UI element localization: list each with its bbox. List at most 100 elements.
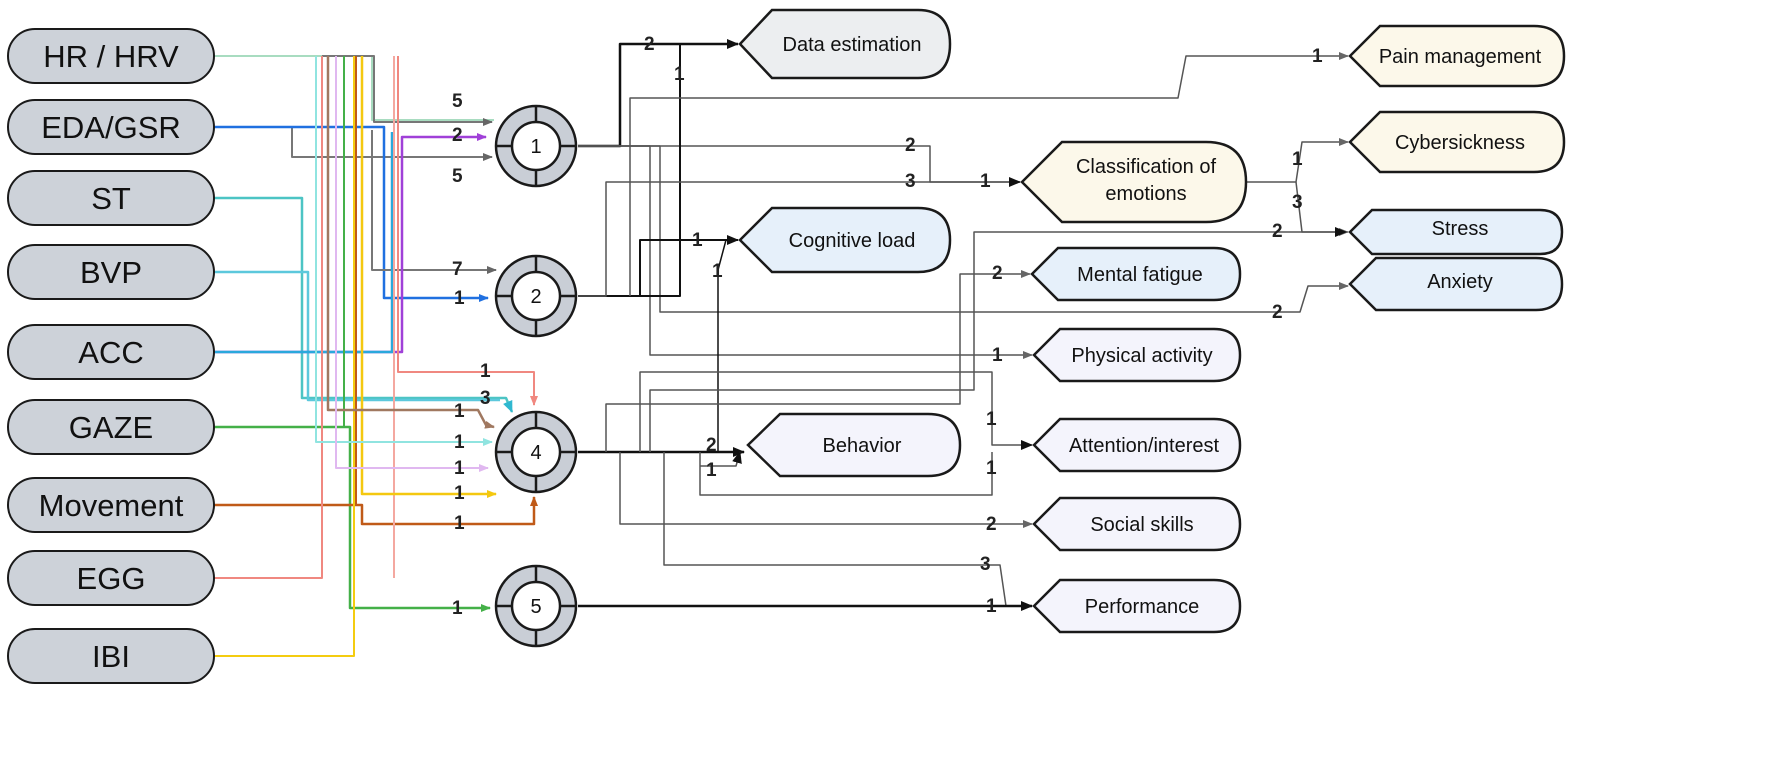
- connectors: [214, 39, 1349, 657]
- output-node-data-estimation: Data estimation: [738, 8, 952, 80]
- output-node-behavior: Behavior: [746, 412, 962, 478]
- output-label-data-estimation: Data estimation: [783, 34, 922, 56]
- edge-label-beh-b: 1: [706, 460, 717, 481]
- connector-movement: [214, 496, 538, 526]
- input-node-st: ST: [7, 170, 215, 226]
- edge-label-emo-a: 2: [905, 135, 916, 156]
- edge-label-cog-b: 1: [712, 261, 723, 282]
- output-node-classification-of-emotions: Classification of emotions: [1020, 140, 1248, 224]
- connector-beh-loop: [700, 451, 742, 467]
- edge-label-perf-b: 1: [986, 596, 997, 617]
- input-label-eda: EDA/GSR: [41, 110, 181, 145]
- hub-nodes: 1 2 4 5: [494, 104, 578, 648]
- output-node-cognitive-load: Cognitive load: [738, 206, 952, 274]
- output-label-emotions-line2: emotions: [1105, 183, 1186, 205]
- connector-h2-data: [578, 44, 681, 297]
- edge-label-phys: 1: [992, 345, 1003, 366]
- input-label-hr: HR / HRV: [43, 39, 179, 74]
- connector-h4-att-b: [699, 452, 993, 496]
- output-node-anxiety: Anxiety: [1348, 256, 1564, 312]
- edge-label-pain: 1: [1312, 46, 1323, 67]
- connector-hr-gray: [322, 55, 493, 126]
- edge-label-to-h1-a: 5: [452, 91, 463, 112]
- output-node-social-skills: Social skills: [1032, 496, 1242, 552]
- output-label-stress: Stress: [1432, 218, 1489, 240]
- edge-label-att-b: 1: [986, 458, 997, 479]
- hub-label-1: 1: [530, 136, 541, 158]
- output-node-physical-activity: Physical activity: [1032, 327, 1242, 383]
- output-label-emotions-line1: Classification of: [1076, 156, 1217, 178]
- connector-h1-data: [578, 39, 739, 148]
- connector-h4-soc: [619, 452, 1033, 528]
- edge-label-stress-b: 2: [1272, 221, 1283, 242]
- output-label-attention-interest: Attention/interest: [1069, 435, 1220, 457]
- input-label-bvp: BVP: [80, 255, 142, 290]
- edge-label-to-h4-b: 3: [480, 388, 491, 409]
- input-node-ibi: IBI: [7, 628, 215, 684]
- output-node-stress: Stress: [1348, 208, 1564, 256]
- edge-label-to-h4-d: 1: [454, 432, 465, 453]
- connector-eda: [214, 125, 489, 302]
- input-node-movement: Movement: [7, 477, 215, 533]
- input-label-acc: ACC: [78, 335, 143, 370]
- hub-node-1: 1: [494, 104, 578, 188]
- edge-label-to-h2-b: 1: [454, 288, 465, 309]
- edge-label-to-h4-a: 1: [480, 361, 491, 382]
- hub-node-2: 2: [494, 254, 578, 338]
- connector-h2-cog: [578, 235, 739, 297]
- connector-ibi: [214, 56, 355, 657]
- output-label-anxiety: Anxiety: [1427, 271, 1493, 293]
- connector-h4-stress: [649, 228, 1349, 452]
- input-label-egg: EGG: [77, 561, 146, 596]
- input-node-eda: EDA/GSR: [7, 99, 215, 155]
- edge-label-beh-a: 2: [706, 435, 717, 456]
- hub-node-5: 5: [494, 564, 578, 648]
- edge-label-emo-b: 3: [905, 171, 916, 192]
- input-node-gaze: GAZE: [7, 399, 215, 455]
- output-label-performance: Performance: [1085, 596, 1200, 618]
- output-label-social-skills: Social skills: [1090, 514, 1193, 536]
- edge-label-cyber: 1: [1292, 149, 1303, 170]
- connector-bvp: [214, 270, 500, 402]
- edge-label-to-h2-a: 7: [452, 259, 463, 280]
- edge-label-perf-a: 3: [980, 554, 991, 575]
- input-label-gaze: GAZE: [69, 410, 153, 445]
- edge-label-to-h1-b: 2: [452, 125, 463, 146]
- connector-gaze: [214, 425, 491, 612]
- edge-label-cog-a: 1: [692, 230, 703, 251]
- edge-label-data-b: 1: [674, 64, 685, 85]
- output-label-behavior: Behavior: [823, 435, 902, 457]
- connector-acc: [214, 133, 487, 354]
- hub-label-4: 4: [530, 442, 541, 464]
- connector-h4-cog: [578, 239, 727, 453]
- hub-label-2: 2: [530, 286, 541, 308]
- edge-label-data-a: 2: [644, 34, 655, 55]
- output-label-pain-management: Pain management: [1379, 46, 1542, 68]
- input-signals: HR / HRV EDA/GSR ST BVP ACC GAZE Movemen…: [7, 28, 215, 684]
- connector-egg-h4: [397, 56, 538, 406]
- connector-acc-b: [214, 132, 394, 354]
- output-label-physical-activity: Physical activity: [1071, 345, 1212, 367]
- connector-h1-anx: [578, 145, 1349, 313]
- input-label-ibi: IBI: [92, 639, 130, 674]
- connector-ibi-h4: [360, 56, 497, 498]
- edge-label-stress-a: 3: [1292, 192, 1303, 213]
- output-node-performance: Performance: [1032, 578, 1242, 634]
- edge-label-att-a: 1: [986, 409, 997, 430]
- connector-eda-h2: [371, 130, 497, 274]
- edge-label-soc: 2: [986, 514, 997, 535]
- output-node-mental-fatigue: Mental fatigue: [1030, 246, 1242, 302]
- input-label-st: ST: [91, 181, 131, 216]
- connector-aqua-h4: [315, 56, 493, 446]
- output-node-pain-management: Pain management: [1348, 24, 1566, 88]
- output-label-cybersickness: Cybersickness: [1395, 132, 1525, 154]
- edge-label-fat: 2: [992, 263, 1003, 284]
- edge-label-to-h5: 1: [452, 598, 463, 619]
- output-label-mental-fatigue: Mental fatigue: [1077, 264, 1203, 286]
- edge-label-to-h4-e: 1: [454, 458, 465, 479]
- connector-h2-pain: [629, 52, 1349, 296]
- edge-label-emo-c: 1: [980, 171, 991, 192]
- connector-h2-emo: [578, 177, 1021, 297]
- output-label-cognitive-load: Cognitive load: [789, 230, 916, 252]
- connector-h4-fat: [605, 270, 1031, 452]
